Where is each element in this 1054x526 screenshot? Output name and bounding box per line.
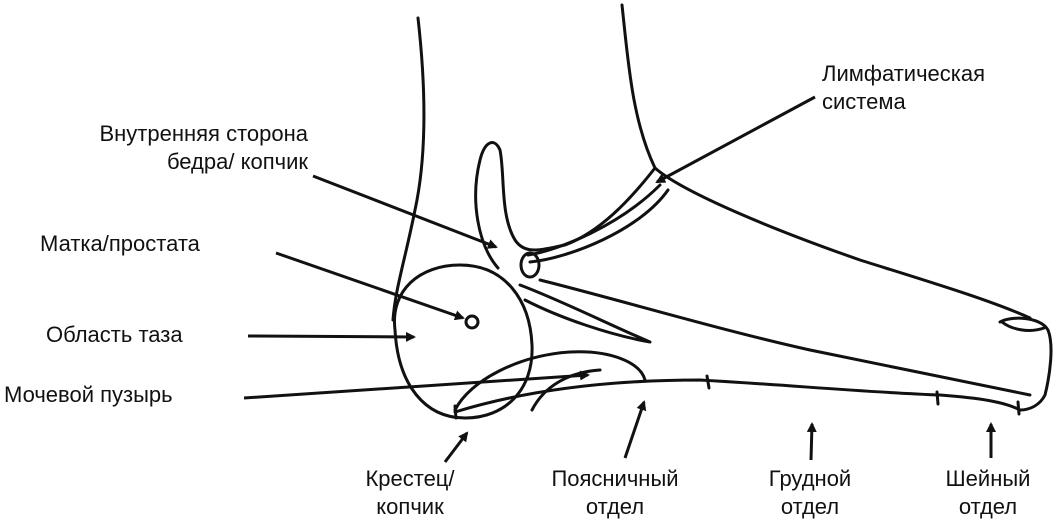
arch-line bbox=[538, 278, 1032, 397]
tick-cervical bbox=[1016, 400, 1021, 416]
uterus-point bbox=[464, 314, 480, 330]
label-lymph-line1: Лимфатическая bbox=[822, 61, 986, 86]
ankle-wedge bbox=[518, 283, 652, 344]
label-inner-thigh: Внутренняя сторона бедра/ копчик bbox=[10, 120, 308, 176]
tick-sacrum bbox=[453, 404, 458, 420]
label-pelvis: Область таза bbox=[46, 322, 183, 347]
bladder-inner bbox=[530, 368, 602, 412]
label-sacrum: Крестец/ копчик bbox=[340, 465, 480, 521]
inner-thigh-leader bbox=[312, 174, 498, 249]
label-sacrum-line1: Крестец/ bbox=[365, 466, 455, 491]
tick-thoracic bbox=[935, 390, 940, 406]
label-thoracic-line1: Грудной bbox=[768, 466, 852, 491]
thoracic-arrow bbox=[806, 422, 817, 461]
label-cervical-line1: Шейный bbox=[945, 466, 1031, 491]
lymph-channel-inner bbox=[528, 188, 670, 264]
label-thoracic-line2: отдел bbox=[780, 494, 840, 519]
sacrum-arrow bbox=[443, 431, 469, 463]
label-inner-thigh-line2: бедра/ копчик bbox=[166, 149, 308, 174]
bladder-leader bbox=[243, 370, 590, 400]
heel-circle bbox=[392, 263, 534, 420]
label-bladder: Мочевой пузырь bbox=[4, 382, 173, 407]
label-uterus: Матка/простата bbox=[40, 231, 200, 256]
lumbar-arrow bbox=[623, 400, 647, 459]
leg-outline-right bbox=[620, 3, 1032, 320]
pelvis-leader bbox=[247, 331, 416, 342]
inner-thigh-loop bbox=[474, 141, 657, 270]
uterus-leader bbox=[275, 251, 465, 321]
lymph-channel bbox=[526, 183, 662, 257]
label-lumbar: Поясничный отдел bbox=[525, 465, 705, 521]
tick-lumbar bbox=[705, 374, 711, 390]
label-lumbar-line1: Поясничный bbox=[551, 466, 679, 491]
label-cervical: Шейный отдел bbox=[928, 465, 1048, 521]
label-thoracic: Грудной отдел bbox=[745, 465, 875, 521]
label-inner-thigh-line1: Внутренняя сторона bbox=[99, 121, 308, 146]
label-cervical-line2: отдел bbox=[958, 494, 1018, 519]
label-lymph-line2: система bbox=[822, 89, 906, 114]
sole-outline bbox=[453, 378, 1022, 414]
label-sacrum-line2: копчик bbox=[376, 494, 444, 519]
toe-nail bbox=[1000, 320, 1046, 332]
lymph-leader bbox=[655, 95, 816, 184]
toe-outline bbox=[998, 316, 1053, 412]
bladder-loop bbox=[453, 350, 647, 412]
label-lumbar-line2: отдел bbox=[585, 494, 645, 519]
uterus-knot bbox=[519, 251, 541, 279]
leg-outline-left bbox=[391, 16, 426, 322]
label-lymph: Лимфатическая система bbox=[822, 60, 985, 116]
